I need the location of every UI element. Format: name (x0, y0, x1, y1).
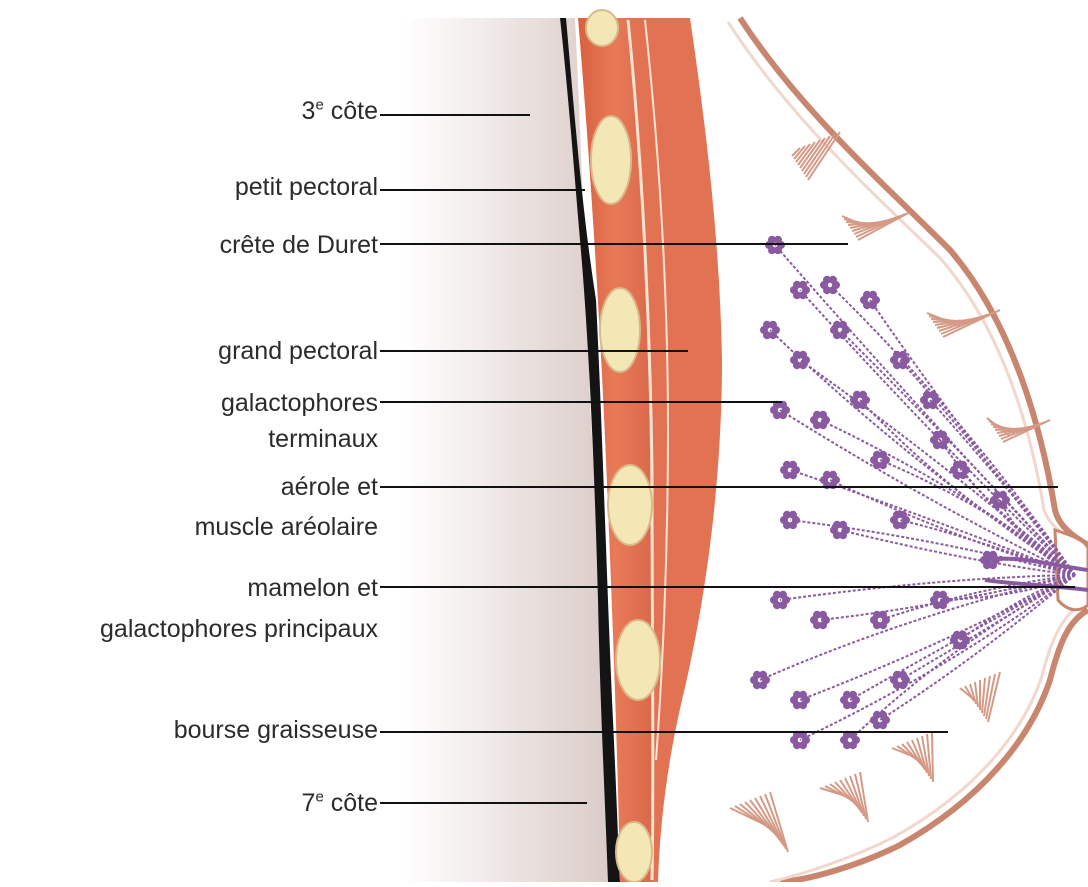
lobule-acinus (960, 461, 967, 468)
label-petit-pectoral: petit pectoral (235, 170, 378, 204)
lobule-acinus (840, 521, 847, 528)
lobule-acinus (840, 321, 847, 328)
lobule-acinus (780, 591, 787, 598)
lobule-acinus (850, 691, 857, 698)
label-mamelon-2: galactophores principaux (100, 612, 378, 646)
lobule-acinus (800, 351, 807, 358)
lobule-acinus (830, 276, 837, 283)
label-galactophores-terminaux-2: terminaux (268, 422, 378, 456)
ligament-strand (932, 732, 933, 782)
lobule-acinus (1000, 491, 1007, 498)
lobule-acinus (930, 391, 937, 398)
lobule-acinus (770, 321, 777, 328)
chest-wall (405, 18, 618, 882)
mammary-gland-lobules (751, 236, 1088, 748)
lobule-acinus (800, 281, 807, 288)
lobule-acinus (880, 711, 887, 718)
lobule-acinus (940, 431, 947, 438)
label-aerole-1: aérole et (281, 470, 378, 504)
lobule-acinus (900, 511, 907, 518)
galactophore-duct (770, 330, 1075, 575)
lobule-acinus (860, 391, 867, 398)
skin-contour-lower (780, 610, 1088, 882)
label-grand-pectoral: grand pectoral (218, 334, 378, 368)
lobule-acinus (870, 291, 877, 298)
label-3e-cote: 3e côte (302, 94, 378, 128)
lobule-acinus (830, 471, 837, 478)
lobule-acinus (960, 631, 967, 638)
lobule-acinus (790, 511, 797, 518)
label-crete-de-duret: crête de Duret (220, 228, 378, 262)
label-mamelon-1: mamelon et (247, 571, 378, 605)
label-galactophores-terminaux-1: galactophores (221, 386, 378, 420)
lobule-acinus (880, 611, 887, 618)
lobule-acinus (900, 351, 907, 358)
lobule-acinus (790, 461, 797, 468)
lobule-acinus (775, 236, 782, 243)
label-aerole-2: muscle aréolaire (195, 510, 378, 544)
lobule-acinus (900, 671, 907, 678)
lobule-acinus (880, 451, 887, 458)
skin-contour-lower-inner (770, 600, 1088, 882)
lobule-acinus (820, 611, 827, 618)
lobule-acinus (800, 691, 807, 698)
label-7e-cote: 7e côte (302, 786, 378, 820)
lobule-acinus (820, 411, 827, 418)
lobule-acinus (940, 591, 947, 598)
lobule-acinus (760, 671, 767, 678)
label-bourse-graisseuse: bourse graisseuse (174, 713, 378, 747)
